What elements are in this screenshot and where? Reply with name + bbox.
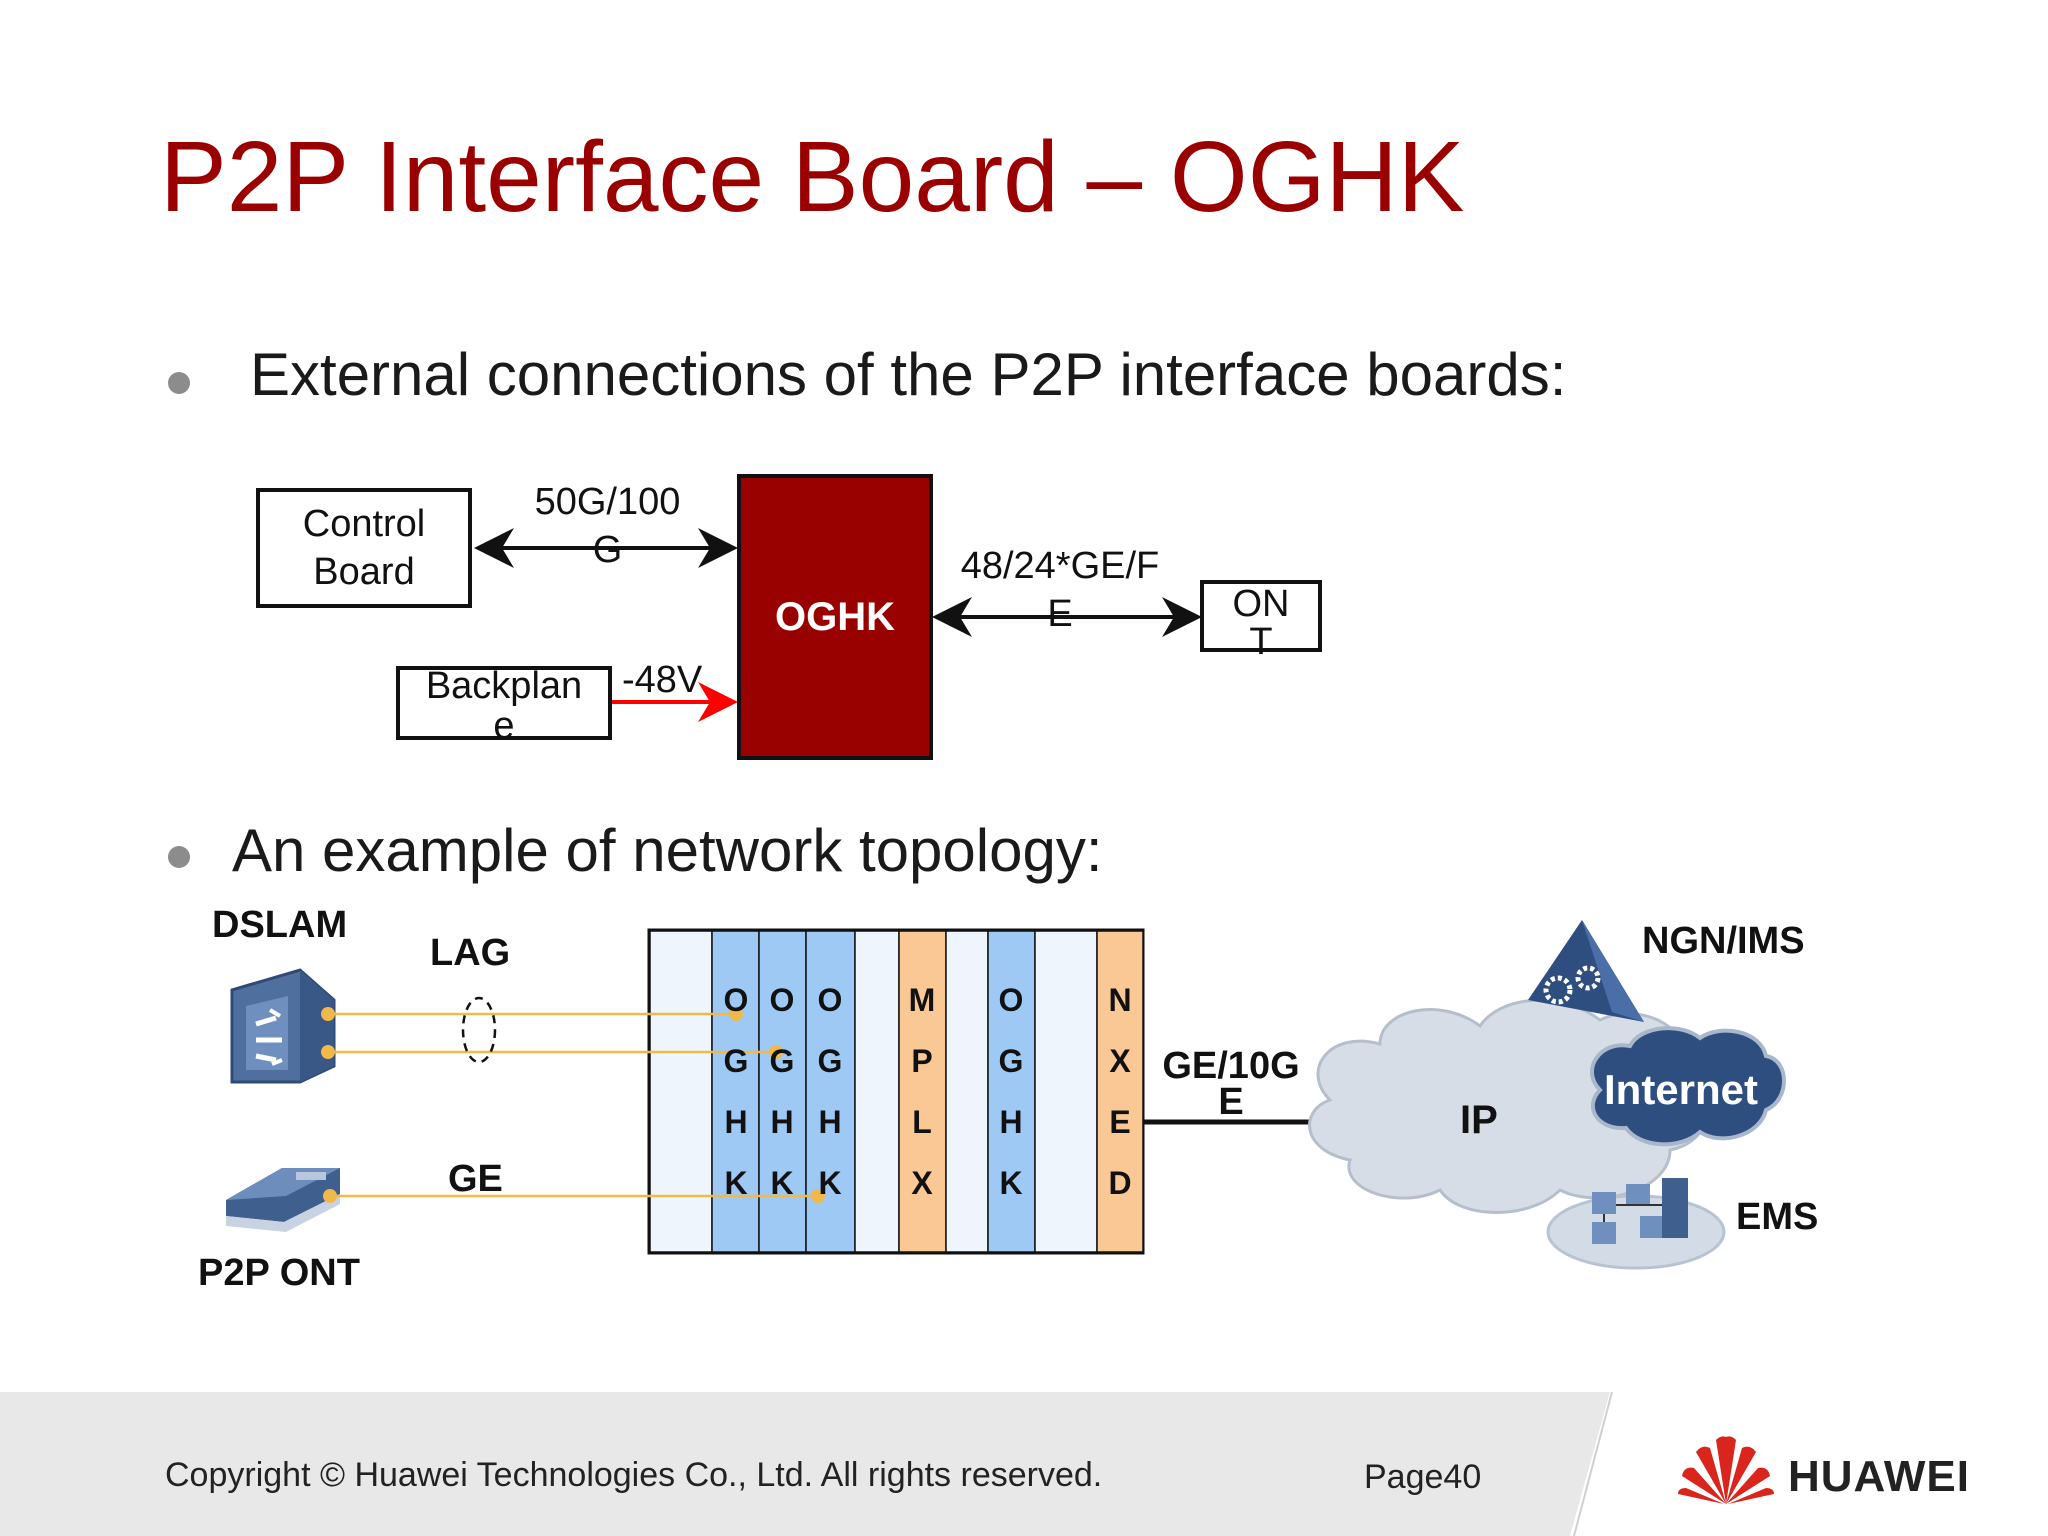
oghk-board-box: OGHK xyxy=(737,474,933,760)
link-50g-line2: G xyxy=(592,529,623,571)
slide-title: P2P Interface Board – OGHK xyxy=(160,121,1465,233)
slot-nxed xyxy=(1096,930,1144,1253)
link-50g-label: 50G/100 G xyxy=(520,478,695,574)
slot-empty-2 xyxy=(854,930,900,1253)
p2p-ont-icon xyxy=(226,1168,340,1232)
backplane-box: Backplan e xyxy=(396,665,612,747)
backplane-line2: e xyxy=(493,705,515,747)
link-endpoint xyxy=(769,1045,783,1059)
ems-label: EMS xyxy=(1736,1196,1819,1238)
slot-oghk-4 xyxy=(987,930,1036,1253)
bullet-dot xyxy=(168,372,190,394)
slot-empty-3 xyxy=(945,930,989,1253)
uplink-line2: E xyxy=(1218,1081,1244,1123)
footer-divider xyxy=(1570,1392,2048,1536)
huawei-brand-text: HUAWEI xyxy=(1788,1452,1970,1501)
uplink-line1: GE/10G xyxy=(1162,1045,1300,1087)
copyright-text: Copyright © Huawei Technologies Co., Ltd… xyxy=(165,1456,1103,1494)
dslam-icon xyxy=(230,968,336,1084)
huawei-logo-icon xyxy=(1678,1436,1774,1504)
ont-box: ON T xyxy=(1200,580,1322,663)
slot-mplx xyxy=(898,930,947,1253)
internet-cloud-icon xyxy=(1589,1026,1786,1147)
control-board-line2: Board xyxy=(313,551,415,593)
uplink-label: GE/10G E xyxy=(1156,1044,1306,1124)
bullet-topology-example: An example of network topology: xyxy=(232,817,1103,884)
slot-empty-4 xyxy=(1034,930,1098,1253)
ngn-ims-icon xyxy=(1528,920,1644,1022)
slot-oghk-1 xyxy=(711,930,760,1253)
link-50g-line1: 50G/100 xyxy=(534,481,681,523)
link-ge-line1: 48/24*GE/F xyxy=(960,545,1160,587)
voltage-label: -48V xyxy=(622,659,703,701)
bullet-external-connections: External connections of the P2P interfac… xyxy=(250,341,1567,408)
internet-label: Internet xyxy=(1604,1066,1759,1113)
lag-ellipse xyxy=(461,996,497,1064)
link-endpoint xyxy=(811,1189,825,1203)
link-endpoint xyxy=(321,1007,335,1021)
ip-label: IP xyxy=(1460,1098,1498,1142)
link-ge-line2: E xyxy=(1047,593,1073,635)
p2p-ont-label: P2P ONT xyxy=(198,1252,360,1294)
bullet-dot xyxy=(168,846,190,868)
link-endpoint xyxy=(729,1007,743,1021)
backplane-line1: Backplan xyxy=(425,665,583,707)
link-ge-label: 48/24*GE/F E xyxy=(950,542,1170,638)
ems-icon xyxy=(1546,1178,1726,1270)
dslam-label: DSLAM xyxy=(212,904,348,946)
link-endpoint xyxy=(321,1045,335,1059)
ngn-ims-label: NGN/IMS xyxy=(1642,920,1805,962)
ont-line2: T xyxy=(1249,621,1273,663)
slot-oghk-2 xyxy=(758,930,807,1253)
ge-label: GE xyxy=(448,1158,503,1200)
oghk-label: OGHK xyxy=(775,594,895,639)
ont-line1: ON xyxy=(1232,583,1290,625)
control-board-line1: Control xyxy=(302,503,426,545)
lag-label: LAG xyxy=(430,932,511,974)
link-endpoint xyxy=(323,1189,337,1203)
slot-empty-1 xyxy=(649,930,713,1253)
slot-oghk-3 xyxy=(805,930,856,1253)
page-number: Page40 xyxy=(1364,1458,1482,1496)
control-board-box: Control Board xyxy=(256,488,472,608)
